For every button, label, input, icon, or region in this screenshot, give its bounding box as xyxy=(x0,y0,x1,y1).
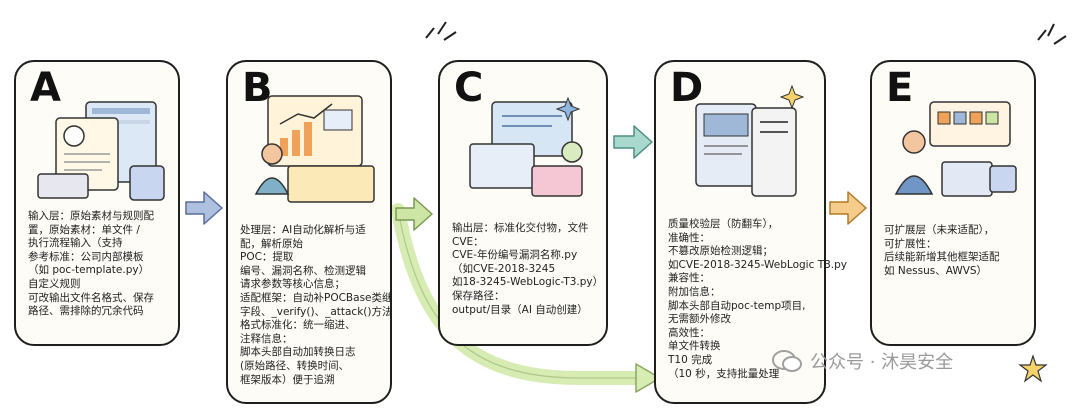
text-line: 输入层：原始素材与规则配置，原始素材：单文件 / xyxy=(28,210,154,236)
card-extensible-layer: E 可扩展层（未来适配）， 可扩展性： 后续能新增其他框架适配 如 Nessus… xyxy=(870,60,1036,346)
sparkle-icon xyxy=(425,21,457,41)
text-line: 处理层：AI自动化解析与适 xyxy=(240,224,366,236)
card-letter: C xyxy=(454,65,484,111)
text-line: 执行流程输入（支持 xyxy=(28,237,123,250)
text-line: 可扩展性： xyxy=(884,237,937,250)
text-line: CVE-年份编号漏洞名称.py xyxy=(452,249,578,262)
sparkle-icon xyxy=(1037,23,1067,45)
documents-illustration xyxy=(37,101,165,201)
arrow-c-to-d xyxy=(613,125,653,159)
card-input-layer: A 输入层：原始素材与规则配置，原始素材：单文件 / 执行流程输入（支持 参考标… xyxy=(14,60,180,346)
text-line: 框架版本）便于追溯 xyxy=(240,373,335,386)
text-line: 单文件转换 xyxy=(668,340,721,353)
text-line: CVE： xyxy=(452,235,484,248)
text-line: output/目录（AI 自动创建） xyxy=(452,303,588,316)
text-line: 适配框架：自动补POCBase类继 xyxy=(240,291,393,304)
text-line: 配，解析原始 xyxy=(240,237,303,250)
card-processing-layer: B 处理层：AI自动化解析与适 配，解析原始 POC：提取 编号、漏洞名称、检测… xyxy=(226,60,393,404)
text-line: 兼容性： xyxy=(668,272,710,285)
text-line: 自定义规则 xyxy=(28,277,81,290)
text-line: 注释信息： xyxy=(240,332,293,345)
text-line: 如 Nessus、AWVS） xyxy=(884,264,988,277)
card-text: 输出层：标准化交付物，文件 CVE： CVE-年份编号漏洞名称.py （如CVE… xyxy=(452,222,604,317)
text-line: 附加信息： xyxy=(668,285,721,298)
text-line: 不篡改原始检测逻辑； xyxy=(668,245,773,258)
text-line: (原始路径、转换时间、 xyxy=(240,359,350,372)
card-output-layer: C 输出层：标准化交付物，文件 CVE： CVE-年份编号漏洞名称.py （如C… xyxy=(438,60,608,346)
text-line: （如CVE-2018-3245 xyxy=(452,262,556,275)
card-text: 处理层：AI自动化解析与适 配，解析原始 POC：提取 编号、漏洞名称、检测逻辑… xyxy=(240,224,393,387)
card-quality-layer: D 质量校验层（防翻车）， 准确性： 不篡改原始检测逻辑； 如CVE-2018-… xyxy=(654,60,848,404)
text-line: 脚本头部自动加转换日志 xyxy=(240,346,356,359)
star-icon xyxy=(1018,354,1048,383)
text-line: 请求参数等核心信息； xyxy=(240,278,345,291)
text-line: T10 完成 xyxy=(668,353,713,366)
text-line: 路径、需排除的冗余代码 xyxy=(28,305,144,318)
card-text: 质量校验层（防翻车）， 准确性： 不篡改原始检测逻辑； 如CVE-2018-32… xyxy=(668,218,848,381)
card-letter: A xyxy=(30,65,61,111)
wechat-icon xyxy=(772,350,802,372)
card-text: 输入层：原始素材与规则配置，原始素材：单文件 / 执行流程输入（支持 参考标准：… xyxy=(28,210,170,319)
text-line: 如18-3245-WebLogic-T3.py） xyxy=(452,276,604,289)
text-line: 脚本头部自动poc-temp项目, xyxy=(668,299,806,312)
text-line: 格式标准化：统一缩进、 xyxy=(240,319,356,332)
text-line: POC：提取 xyxy=(240,251,294,264)
text-line: （10 秒，支持批量处理 xyxy=(668,367,780,380)
text-line: 无需额外修改 xyxy=(668,313,731,326)
text-line: 高效性： xyxy=(668,326,710,339)
watermark-text: 公众号 · 沐昊安全 xyxy=(810,352,954,373)
text-line: 质量校验层（防翻车）， xyxy=(668,218,779,230)
analytics-illustration xyxy=(254,95,375,203)
person-computer-illustration xyxy=(894,101,1017,197)
files-illustration xyxy=(469,96,583,197)
text-line: 准确性： xyxy=(668,231,710,244)
text-line: 参考标准：公司内部模板 xyxy=(28,250,144,263)
text-line: 字段、_verify()、_attack()方法 xyxy=(240,305,393,318)
text-line: 如CVE-2018-3245-WebLogic T3.py xyxy=(668,258,848,271)
text-line: 可扩展层（未来适配）， xyxy=(884,224,995,236)
server-illustration xyxy=(695,84,805,197)
watermark: 公众号 · 沐昊安全 xyxy=(772,348,953,374)
arrow-b-to-c xyxy=(395,197,433,231)
text-line: （如 poc-template.py） xyxy=(28,264,150,277)
text-line: 输出层：标准化交付物，文件 xyxy=(452,222,589,234)
arrow-a-to-b xyxy=(185,191,223,225)
card-text: 可扩展层（未来适配）， 可扩展性： 后续能新增其他框架适配 如 Nessus、A… xyxy=(884,224,1026,278)
text-line: 后续能新增其他框架适配 xyxy=(884,251,1000,264)
text-line: 可改输出文件名格式、保存 xyxy=(28,291,154,304)
arrow-d-to-e xyxy=(829,191,867,225)
text-line: 编号、漏洞名称、检测逻辑 xyxy=(240,264,366,277)
text-line: 保存路径： xyxy=(452,289,505,302)
card-letter: E xyxy=(886,65,914,111)
card-letter: D xyxy=(670,65,704,111)
